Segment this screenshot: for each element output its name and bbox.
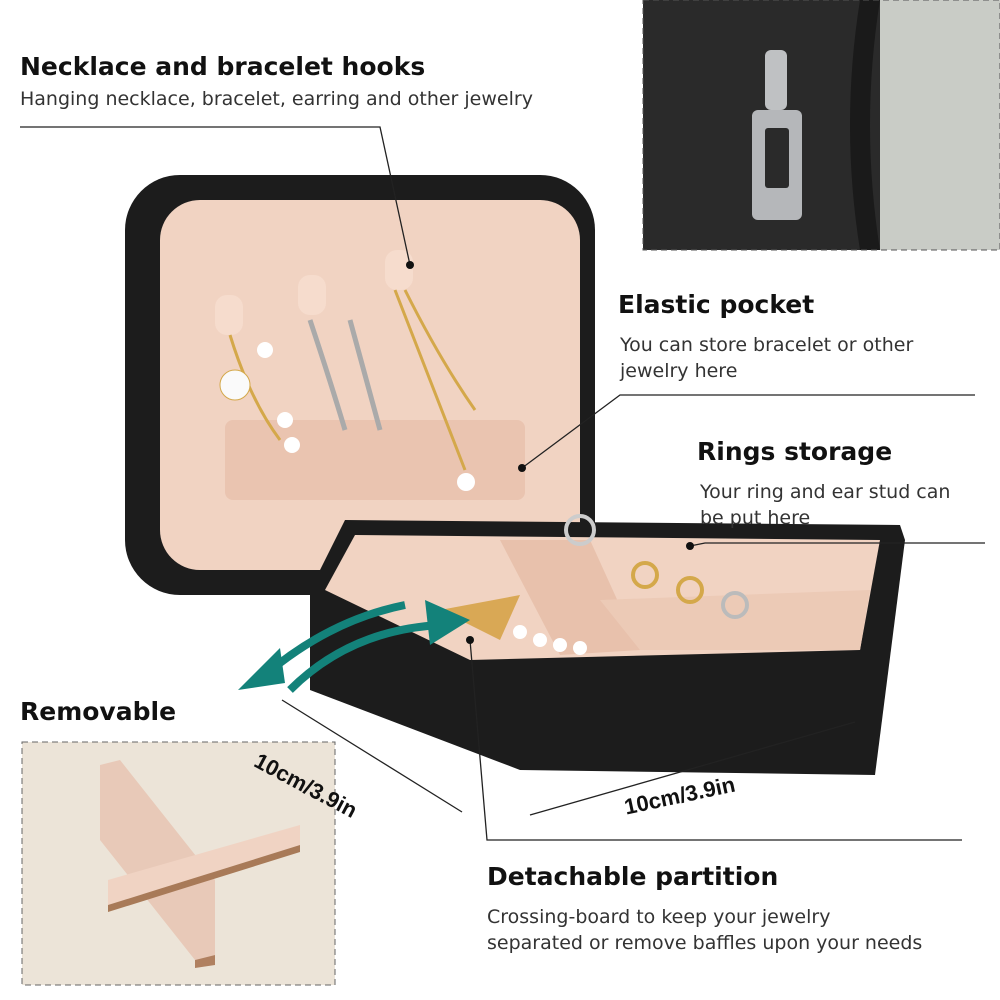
rings-desc-2: be put here: [700, 507, 811, 529]
zipper-inset: [642, 0, 1000, 251]
hooks-desc: Hanging necklace, bracelet, earring and …: [20, 88, 533, 110]
pocket-title: Elastic pocket: [618, 290, 815, 319]
zipper-pull-icon: [765, 50, 787, 110]
partition-title: Detachable partition: [487, 862, 779, 891]
pocket-desc-2: jewelry here: [620, 360, 738, 382]
removable-title: Removable: [20, 697, 177, 726]
partition-desc-1: Crossing-board to keep your jewelry: [487, 906, 831, 928]
pocket-desc-1: You can store bracelet or other: [620, 334, 914, 356]
partition-desc-2: separated or remove baffles upon your ne…: [487, 932, 923, 954]
removable-inset: [21, 741, 336, 986]
callout-lines: [20, 126, 985, 841]
rings-desc-1: Your ring and ear stud can: [700, 481, 951, 503]
hooks-title: Necklace and bracelet hooks: [20, 52, 426, 81]
jewelry-box: [125, 175, 905, 775]
rings-title: Rings storage: [697, 437, 893, 466]
